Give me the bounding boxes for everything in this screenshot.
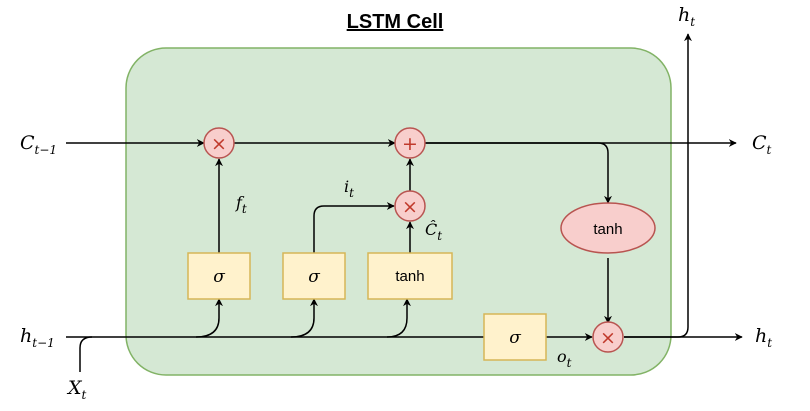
h-out-top-label: ht: [678, 4, 695, 29]
cell-to-tanh-wire: [425, 142, 612, 204]
f-label: ft: [235, 193, 247, 216]
x-input-wire: [79, 336, 93, 372]
input-multiply-op: ×: [394, 190, 426, 222]
h-prev-label: ht−1: [20, 325, 55, 350]
bus-to-forget-wire: [195, 298, 223, 338]
input-gate-label: σ: [308, 267, 320, 287]
multiply-icon: ×: [402, 196, 418, 218]
x-input-label: Xt: [66, 377, 87, 402]
candidate-gate: tanh: [367, 252, 453, 300]
add-op: +: [394, 127, 426, 159]
multiply-icon: ×: [211, 133, 227, 155]
forget-gate-label: σ: [213, 267, 225, 287]
forget-gate: σ: [187, 252, 251, 300]
c-hat-label: Ĉt: [425, 219, 442, 243]
plus-icon: +: [402, 133, 418, 155]
bus-to-input-wire: [290, 298, 318, 338]
h-out-top-wire: [624, 33, 692, 338]
input-gate-wire: [313, 202, 395, 253]
i-label: it: [344, 177, 354, 200]
output-gate: σ: [483, 313, 547, 361]
forget-multiply-op: ×: [203, 127, 235, 159]
output-multiply-op: ×: [592, 321, 624, 353]
c-prev-label: Ct−1: [20, 132, 57, 157]
candidate-gate-label: tanh: [395, 268, 424, 285]
bus-to-candidate-wire: [386, 298, 411, 338]
h-out-right-label: ht: [755, 325, 772, 350]
c-out-label: Ct: [752, 132, 772, 157]
diagram-title: LSTM Cell: [347, 11, 444, 33]
input-gate: σ: [282, 252, 346, 300]
output-gate-label: σ: [509, 328, 521, 348]
multiply-icon: ×: [600, 327, 616, 349]
tanh-op: tanh: [560, 202, 656, 254]
o-label: ot: [557, 347, 572, 370]
tanh-op-label: tanh: [593, 221, 622, 238]
